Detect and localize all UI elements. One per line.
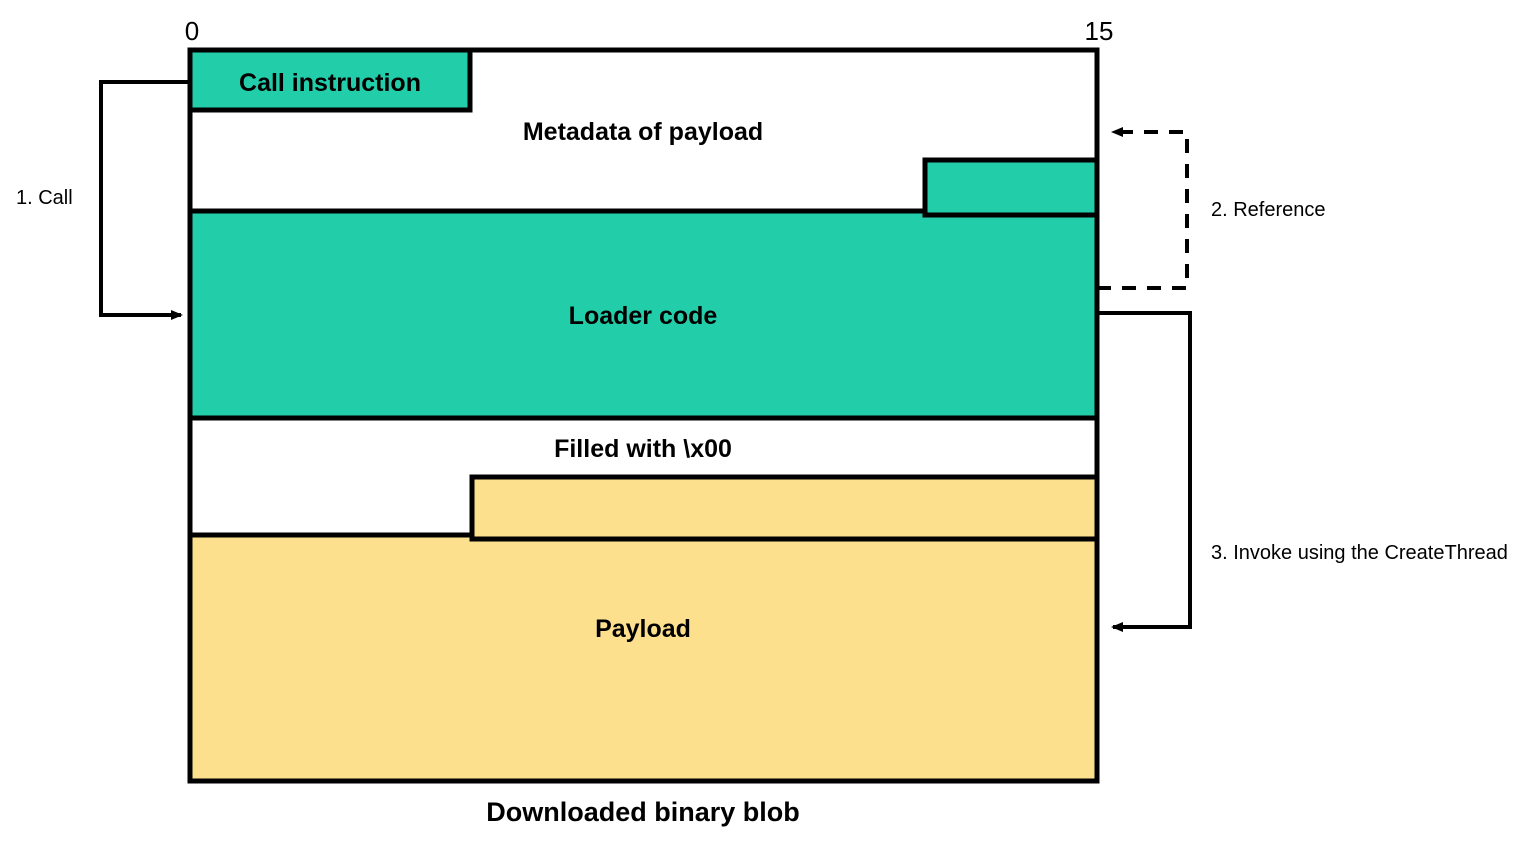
axis-end-label: 15: [1084, 16, 1114, 46]
loader-code-label: Loader code: [568, 302, 718, 330]
filled-null-label: Filled with \x00: [554, 435, 732, 463]
payload-block-shape: [187, 532, 1100, 784]
blob-container-frame: [187, 47, 1100, 784]
step-3-invoke-arrow: [1097, 311, 1192, 632]
step-3-label: 3. Invoke using the CreateThread: [1211, 542, 1508, 564]
loader-code-step-shape: [922, 157, 1100, 218]
step-2-reference-arrow: [1097, 127, 1189, 290]
step-1-call-arrow: [99, 80, 190, 320]
metadata-label: Metadata of payload: [522, 118, 764, 146]
blob-container-outline: [187, 47, 1100, 784]
step-2-label: 2. Reference: [1211, 199, 1326, 221]
payload-step-shape: [469, 474, 1100, 542]
diagram-caption: Downloaded binary blob: [486, 797, 800, 827]
payload-label: Payload: [595, 615, 691, 643]
call-instruction-label: Call instruction: [239, 69, 421, 97]
axis-start-label: 0: [184, 16, 200, 46]
step-1-label: 1. Call: [16, 187, 73, 209]
